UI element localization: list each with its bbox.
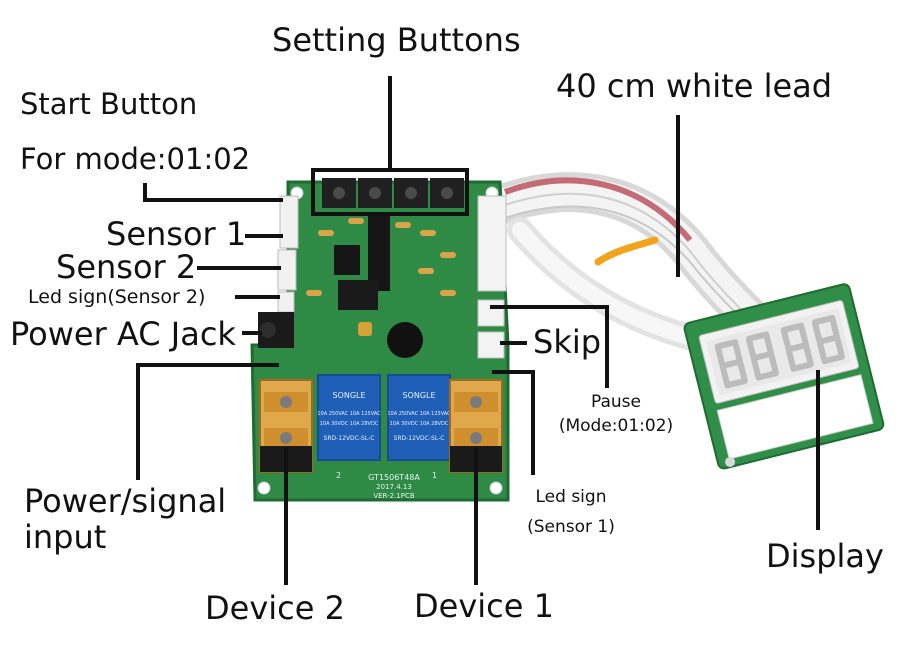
relay-1-rating-2: 10A 30VDC 10A 28VDC: [390, 421, 449, 427]
label-sensor-2: Sensor 2: [56, 248, 197, 286]
relay-1-model: SRD-12VDC-SL-C: [394, 435, 445, 442]
pcb-model-text: GT1506T48A: [368, 473, 420, 482]
relay-1-index: 1: [432, 471, 437, 480]
label-for-mode: For mode:01:02: [20, 142, 251, 176]
callout-lines: [136, 76, 820, 585]
relay-1-brand: SONGLE: [402, 391, 435, 400]
label-display: Display: [766, 537, 884, 575]
relay-2-index: 2: [336, 471, 341, 480]
led-sign-sensor-1-leader: [492, 370, 535, 475]
label-power-ac-jack: Power AC Jack: [10, 315, 236, 353]
relay-1: SONGLE 10A 250VAC 10A 125VAC 10A 30VDC 1…: [387, 374, 451, 461]
label-led-sign-sensor-2: Led sign(Sensor 2): [28, 286, 206, 308]
setting-buttons-cluster: [322, 178, 464, 208]
start-button-leader: [143, 183, 283, 202]
label-device-2: Device 2: [205, 589, 345, 627]
power-signal-leader: [136, 363, 279, 480]
label-led-sign-line1: Led sign: [535, 487, 607, 507]
label-power-signal-line1: Power/signal: [24, 482, 227, 520]
relay-2: SONGLE 10A 250VAC 10A 125VAC 10A 30VDC 1…: [317, 374, 381, 461]
label-start-button: Start Button: [20, 87, 198, 121]
label-power-signal-line2: input: [24, 518, 107, 556]
relay-2-brand: SONGLE: [332, 391, 365, 400]
label-device-1: Device 1: [414, 587, 554, 625]
label-sensor-1: Sensor 1: [106, 215, 247, 253]
label-white-lead: 40 cm white lead: [556, 67, 833, 105]
relay-2-rating-2: 10A 30VDC 10A 28VDC: [320, 421, 379, 427]
label-led-sign-line2: (Sensor 1): [527, 517, 615, 537]
label-skip: Skip: [533, 323, 602, 361]
relay-1-rating-1: 10A 250VAC 10A 125VAC: [387, 411, 451, 417]
label-pause-mode: (Mode:01:02): [558, 416, 674, 436]
display-module: [683, 283, 885, 470]
pcb-version-text: VER-2.1PCB: [373, 492, 415, 500]
pause-leader: [490, 305, 609, 388]
relay-2-model: SRD-12VDC-SL-C: [324, 435, 375, 442]
label-pause: Pause: [591, 392, 641, 412]
pcb-date-text: 2017.4.13: [376, 483, 412, 491]
label-setting-buttons: Setting Buttons: [272, 21, 521, 59]
relay-2-rating-1: 10A 250VAC 10A 125VAC: [317, 411, 381, 417]
main-pcb: SONGLE 10A 250VAC 10A 125VAC 10A 30VDC 1…: [250, 178, 510, 502]
